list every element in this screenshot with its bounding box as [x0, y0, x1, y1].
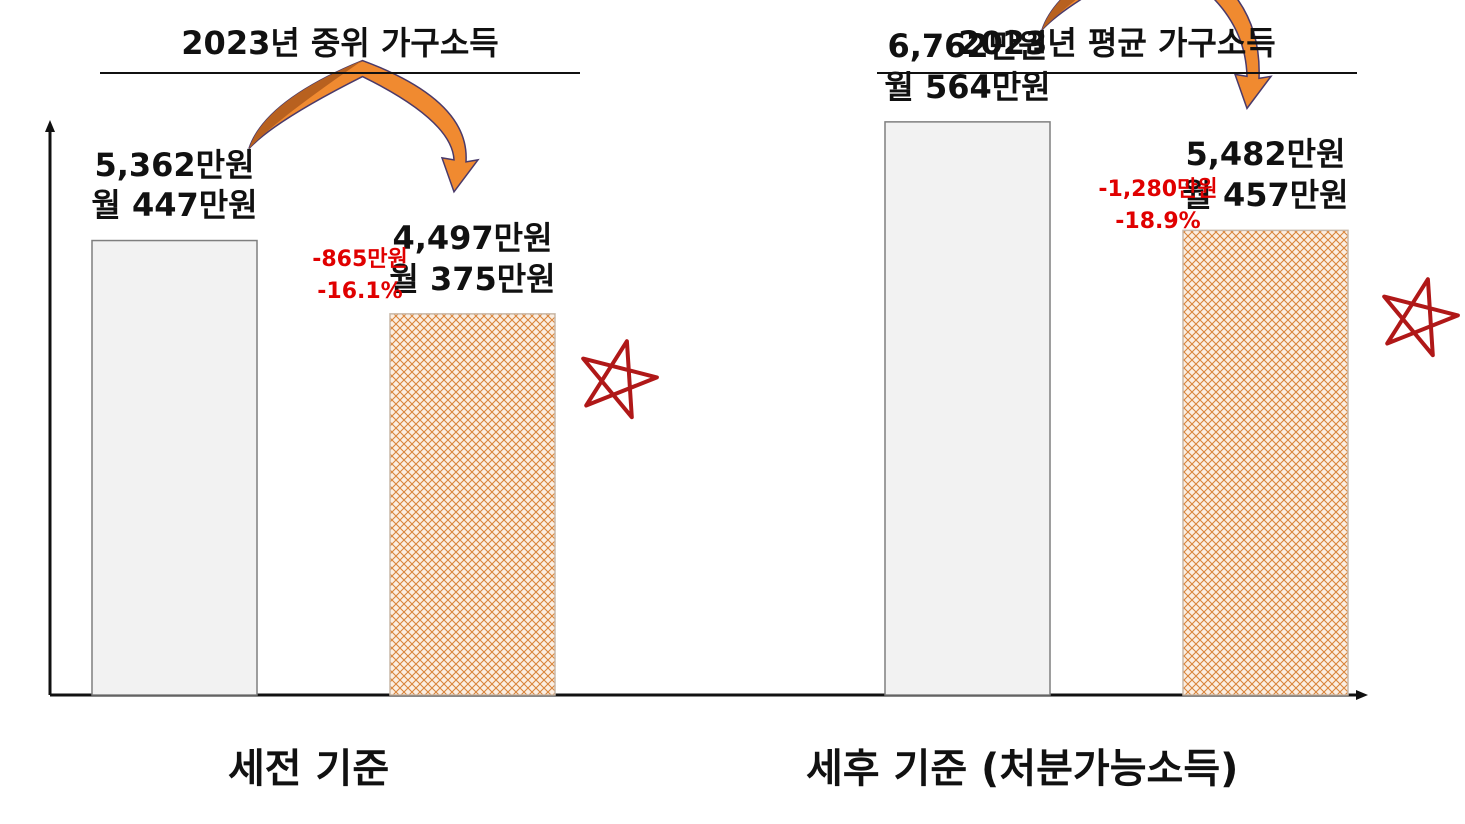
- bar-value-annual: 6,762만원: [887, 26, 1048, 65]
- group-title-median: 2023년 중위 가구소득: [181, 24, 499, 62]
- bar-value-monthly: 월 447만원: [91, 186, 258, 225]
- bar-value-annual: 5,482만원: [1185, 135, 1346, 174]
- bar-group-2-pretax: [884, 121, 1051, 696]
- diff-label-group-2: -1,280만원 -18.9%: [1083, 174, 1233, 238]
- star-mark-group-2: [1382, 277, 1460, 358]
- basis-label-pretax: 세전 기준: [228, 746, 390, 792]
- bar-value-monthly: 월 457만원: [1182, 176, 1349, 215]
- diff-percent: -16.1%: [317, 278, 403, 304]
- stars: [581, 277, 1460, 420]
- diff-label-group-1: -865만원 -16.1%: [285, 244, 435, 308]
- arrows: [248, 0, 1273, 194]
- diff-amount: -1,280만원: [1098, 177, 1218, 202]
- y-axis-arrowhead: [45, 120, 55, 132]
- bar-value-annual: 4,497만원: [392, 218, 553, 257]
- decrease-arrow-group-2: [1041, 0, 1273, 110]
- group-title-median-underline: [100, 72, 580, 74]
- bar-group-1-aftertax: [389, 313, 556, 696]
- bar-group-2-aftertax: [1182, 229, 1349, 696]
- axes: [45, 120, 1368, 700]
- star-mark-group-1: [581, 339, 659, 420]
- bar-value-monthly: 월 375만원: [389, 259, 556, 298]
- basis-label-aftertax: 세후 기준 (처분가능소득): [806, 746, 1239, 792]
- bar-group-1-pretax: [91, 239, 258, 696]
- bar-value-monthly: 월 564만원: [884, 67, 1051, 106]
- diff-percent: -18.9%: [1115, 208, 1201, 234]
- bars: [91, 121, 1349, 696]
- diff-amount: -865만원: [312, 247, 408, 272]
- decrease-arrow-shade-group-2: [1042, 0, 1076, 30]
- bar-value-annual: 5,362만원: [94, 145, 255, 184]
- group-title-mean: 2023년 평균 가구소득: [958, 24, 1276, 62]
- group-title-mean-underline: [877, 72, 1357, 74]
- x-axis-arrowhead: [1356, 690, 1368, 700]
